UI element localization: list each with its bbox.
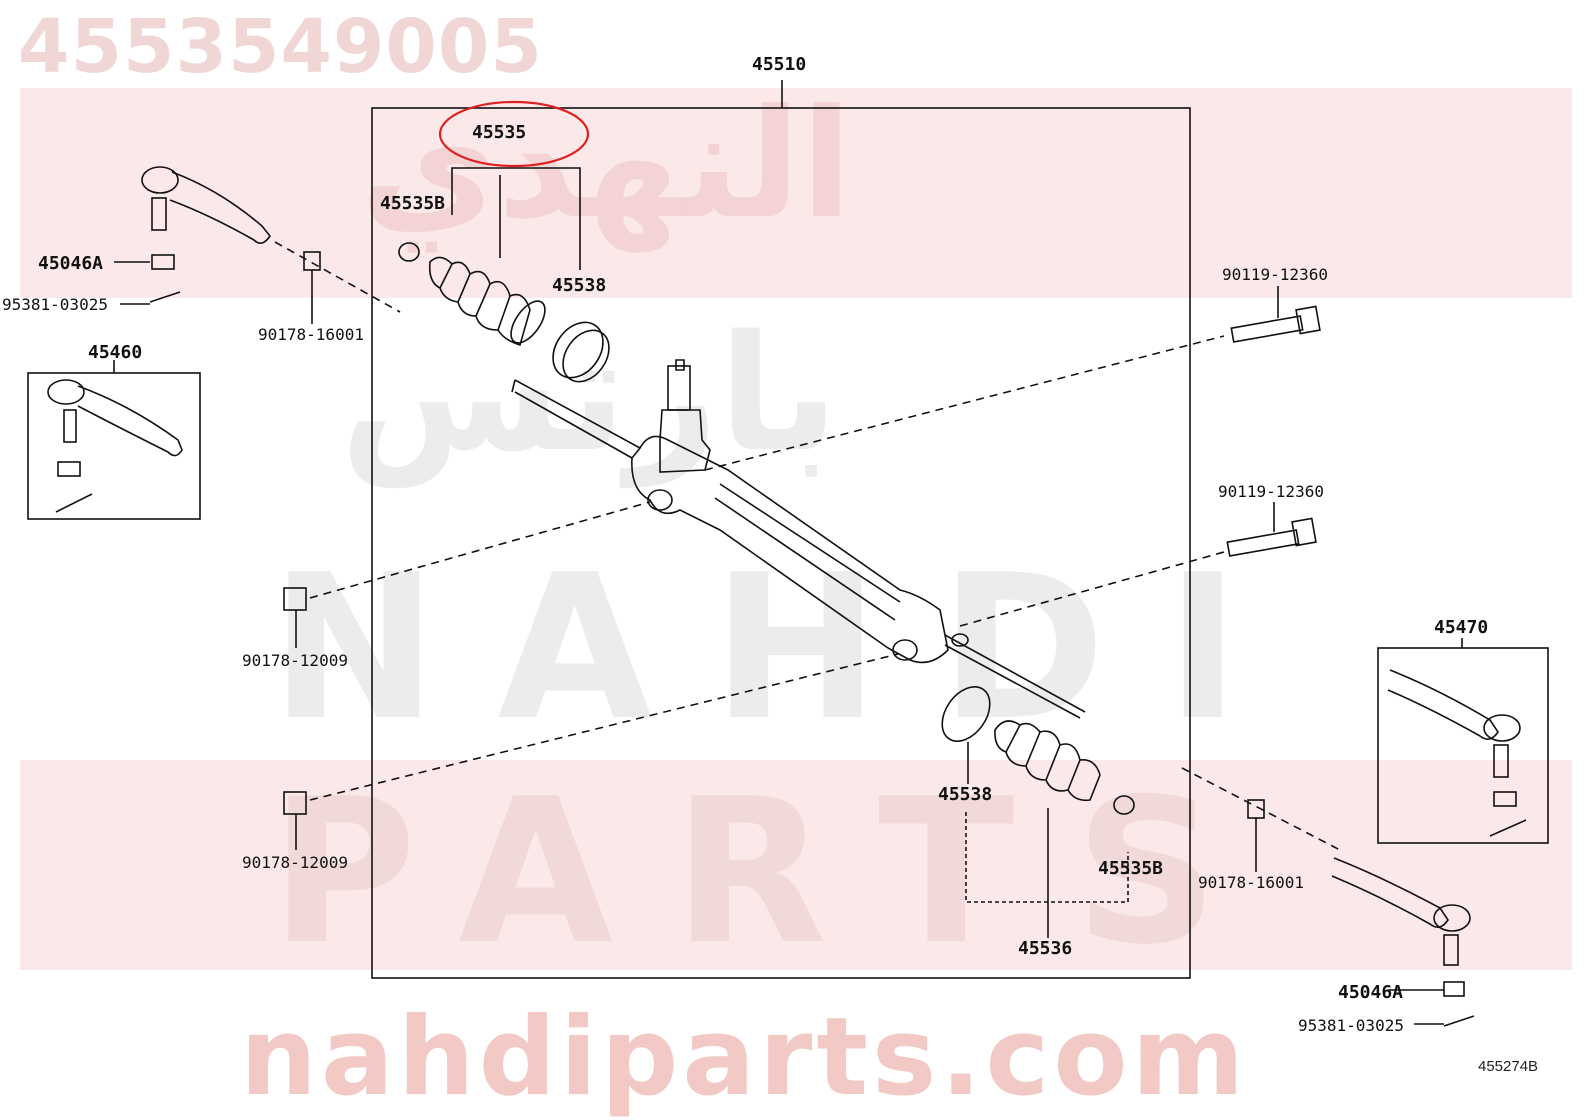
mount-nut-upper-part	[283, 587, 307, 611]
label-tie-rod-right: 45470	[1434, 617, 1489, 638]
watermark-word-two: PARTS	[270, 756, 1279, 989]
boot-kit-bracket	[451, 167, 581, 270]
mount-nut-lower-part	[283, 791, 307, 815]
dash-bolt-top	[704, 335, 1225, 471]
dash-nut-upper	[309, 501, 651, 599]
boot-right-part	[994, 720, 1101, 802]
dash-left-top	[274, 241, 401, 313]
tie-rod-box-right	[1377, 647, 1549, 844]
clamp-left-part	[398, 242, 420, 262]
label-pin-right: 95381-03025	[1298, 1016, 1404, 1035]
label-mount-bolt-top: 90119-12360	[1222, 265, 1328, 284]
tie-rod-box-left	[27, 372, 201, 520]
label-mount-nut-upper: 90178-12009	[242, 651, 348, 670]
dash-nut-lower	[309, 653, 899, 801]
clamp-right-part	[1113, 795, 1135, 815]
nut-left-part	[303, 251, 321, 271]
dash-bolt-mid	[959, 551, 1225, 627]
mount-bolt-mid-part	[1226, 502, 1317, 557]
boot-right-bracket	[965, 812, 1129, 903]
label-end-nut-right: 45046A	[1338, 982, 1404, 1003]
watermark-arabic-top: النهدي	[360, 78, 853, 252]
mount-bolt-top-part	[1230, 286, 1321, 343]
label-end-nut-left: 45046A	[38, 253, 104, 274]
dash-right-bottom	[1181, 767, 1341, 851]
label-band-left: 45538	[552, 275, 607, 296]
label-clamp-left: 45535B	[380, 193, 446, 214]
end-nut-right-part	[1443, 981, 1465, 997]
band-right-part	[941, 686, 991, 742]
label-pin-left: 95381-03025	[2, 295, 108, 314]
label-band-right: 45538	[938, 784, 993, 805]
label-tie-rod-left: 45460	[88, 342, 143, 363]
tie-rod-left-part	[47, 379, 183, 513]
tie-rod-right-part	[1387, 669, 1527, 837]
label-mount-bolt-mid: 90119-12360	[1218, 482, 1324, 501]
label-assembly: 45510	[752, 54, 807, 75]
watermark-word-one: NAHDI	[270, 532, 1300, 765]
band-left-part	[552, 321, 604, 379]
pin-right-part	[1443, 1015, 1475, 1027]
label-boot-kit-left: 45535	[472, 122, 527, 143]
label-nut-left: 90178-16001	[258, 325, 364, 344]
watermark-band-bottom	[20, 760, 1572, 970]
tie-rod-end-right-part	[1331, 857, 1471, 966]
label-boot-right: 45536	[1018, 938, 1073, 959]
boot-left-part	[428, 256, 546, 347]
watermark-part-number: 4553549005	[18, 4, 543, 90]
label-clamp-right: 45535B	[1098, 858, 1164, 879]
label-nut-right: 90178-16001	[1198, 873, 1304, 892]
pin-left-part	[149, 291, 181, 303]
tie-rod-end-left-part	[141, 166, 271, 244]
label-mount-nut-lower: 90178-12009	[242, 853, 348, 872]
rack-body-part	[511, 359, 1086, 719]
end-nut-left-part	[151, 254, 175, 270]
highlight-ellipse	[438, 100, 590, 168]
reference-code: 455274B	[1478, 1058, 1539, 1075]
assembly-box	[371, 107, 1191, 979]
watermark-band-top	[20, 88, 1572, 298]
